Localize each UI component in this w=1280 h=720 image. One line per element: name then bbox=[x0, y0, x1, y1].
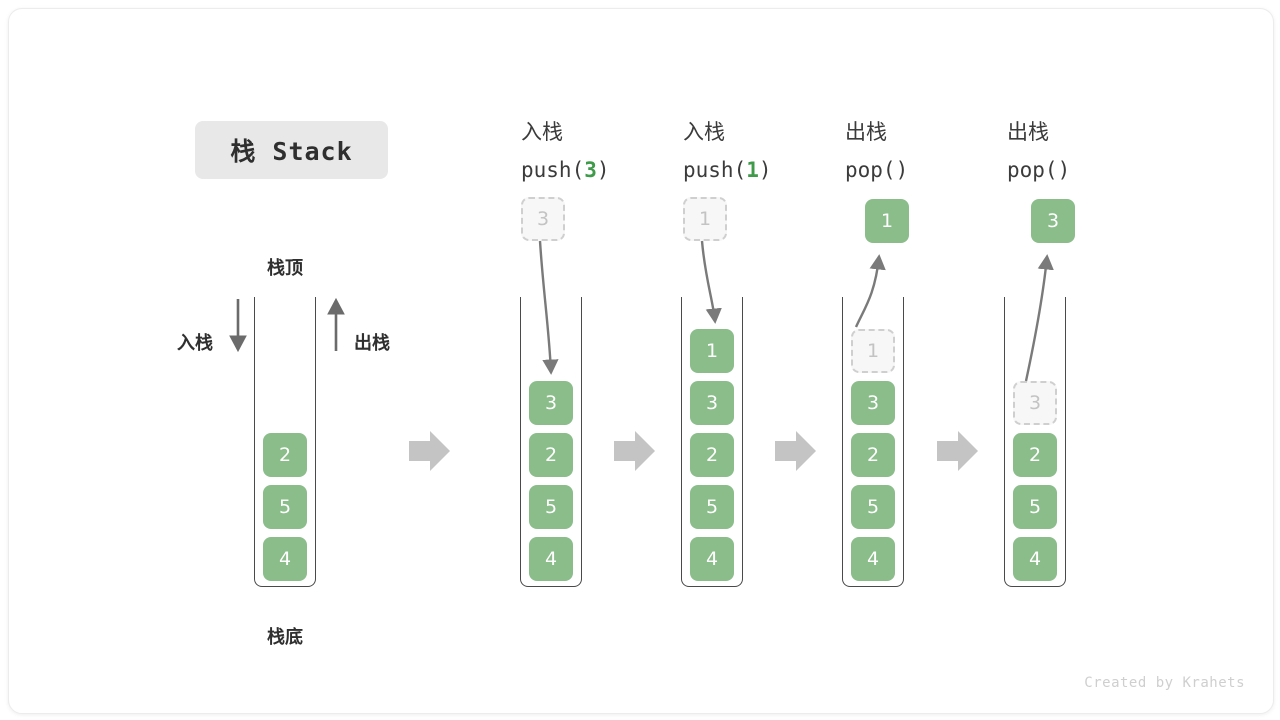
stack-container bbox=[681, 297, 743, 587]
arrows-overlay bbox=[229, 240, 1054, 471]
op-name-cn: 出栈 bbox=[1007, 120, 1049, 144]
op-code-prefix: push( bbox=[521, 158, 585, 182]
vacated-ghost-cell: 3 bbox=[1013, 381, 1057, 425]
diagram-title-chip: 栈 Stack bbox=[195, 121, 388, 179]
pop-side-label: 出栈 bbox=[354, 333, 390, 354]
stack-cell: 5 bbox=[690, 485, 734, 529]
op-code-suffix: ) bbox=[1057, 158, 1071, 182]
incoming-ghost-cell: 3 bbox=[521, 197, 565, 241]
vacated-ghost-cell: 1 bbox=[851, 329, 895, 373]
step-arrow-2 bbox=[614, 431, 655, 471]
stack-cell: 5 bbox=[851, 485, 895, 529]
op-name-cn: 入栈 bbox=[521, 120, 563, 144]
stack-cell: 3 bbox=[529, 381, 573, 425]
popped-cell: 3 bbox=[1031, 199, 1075, 243]
stack-cell: 2 bbox=[690, 433, 734, 477]
stack-cell: 4 bbox=[529, 537, 573, 581]
stack-cell: 2 bbox=[1013, 433, 1057, 477]
column-label-pop1: 出栈 pop() bbox=[845, 113, 908, 189]
op-code-suffix: ) bbox=[895, 158, 909, 182]
stack-cell: 3 bbox=[851, 381, 895, 425]
op-code-prefix: push( bbox=[683, 158, 747, 182]
page-title: 栈 Stack bbox=[230, 137, 353, 166]
push-side-label: 入栈 bbox=[177, 333, 213, 354]
column-label-push1: 入栈 push(1) bbox=[683, 113, 772, 189]
stack-container bbox=[254, 297, 316, 587]
op-code-suffix: ) bbox=[758, 158, 772, 182]
stack-cell: 3 bbox=[690, 381, 734, 425]
stack-cell: 5 bbox=[529, 485, 573, 529]
diagram-canvas: 栈 Stack 栈顶 栈底 入栈 出栈 2 5 4 入栈 push(3) 3 3… bbox=[8, 8, 1274, 714]
stack-cell: 1 bbox=[690, 329, 734, 373]
incoming-ghost-cell: 1 bbox=[683, 197, 727, 241]
step-arrow-3 bbox=[775, 431, 816, 471]
stack-container bbox=[842, 297, 904, 587]
stack-cell: 4 bbox=[690, 537, 734, 581]
column-label-push3: 入栈 push(3) bbox=[521, 113, 610, 189]
stack-bottom-label: 栈底 bbox=[267, 627, 303, 648]
op-name-cn: 出栈 bbox=[845, 120, 887, 144]
stack-cell: 2 bbox=[529, 433, 573, 477]
step-arrow-4 bbox=[937, 431, 978, 471]
stack-cell: 5 bbox=[263, 485, 307, 529]
stack-cell: 5 bbox=[1013, 485, 1057, 529]
op-code-prefix: pop( bbox=[845, 158, 896, 182]
column-label-pop2: 出栈 pop() bbox=[1007, 113, 1070, 189]
watermark-credit: Created by Krahets bbox=[1084, 675, 1245, 691]
stack-cell: 4 bbox=[851, 537, 895, 581]
op-code-prefix: pop( bbox=[1007, 158, 1058, 182]
step-arrow-1 bbox=[409, 431, 450, 471]
stack-cell: 4 bbox=[263, 537, 307, 581]
op-name-cn: 入栈 bbox=[683, 120, 725, 144]
stack-container bbox=[520, 297, 582, 587]
op-code-arg: 1 bbox=[746, 158, 759, 182]
op-code-arg: 3 bbox=[584, 158, 597, 182]
stack-cell: 2 bbox=[263, 433, 307, 477]
stack-cell: 2 bbox=[851, 433, 895, 477]
op-code-suffix: ) bbox=[596, 158, 610, 182]
stack-container bbox=[1004, 297, 1066, 587]
popped-cell: 1 bbox=[865, 199, 909, 243]
stack-top-label: 栈顶 bbox=[267, 258, 303, 279]
stack-cell: 4 bbox=[1013, 537, 1057, 581]
